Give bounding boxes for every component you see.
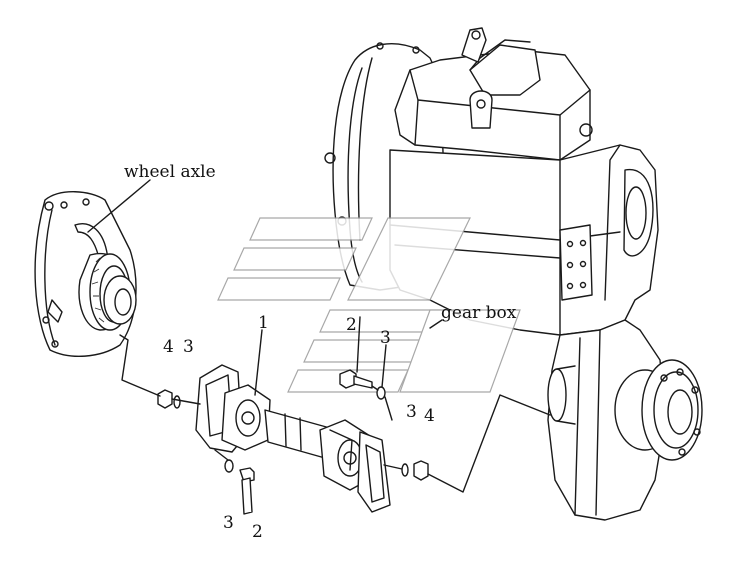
callout-3-top: 3 [380, 328, 391, 348]
callout-4-left: 4 [163, 337, 174, 357]
leader-lines [87, 179, 151, 233]
callout-1: 1 [258, 313, 269, 333]
watermark-logo [217, 217, 521, 393]
callout-4-right: 4 [424, 406, 435, 426]
callout-3-bottom: 3 [223, 513, 234, 533]
wheel-axle-label: wheel axle [124, 162, 216, 182]
callout-2-top: 2 [346, 315, 357, 335]
callout-2-bottom: 2 [252, 522, 263, 542]
fasteners [157, 369, 429, 515]
wheel-axle-drawing [34, 191, 137, 358]
callout-3-left: 3 [183, 337, 194, 357]
gear-box-label: gear box [441, 303, 517, 323]
drive-shaft-drawing [195, 364, 391, 513]
assembly-lines [119, 316, 551, 493]
callout-3-right: 3 [406, 402, 417, 422]
